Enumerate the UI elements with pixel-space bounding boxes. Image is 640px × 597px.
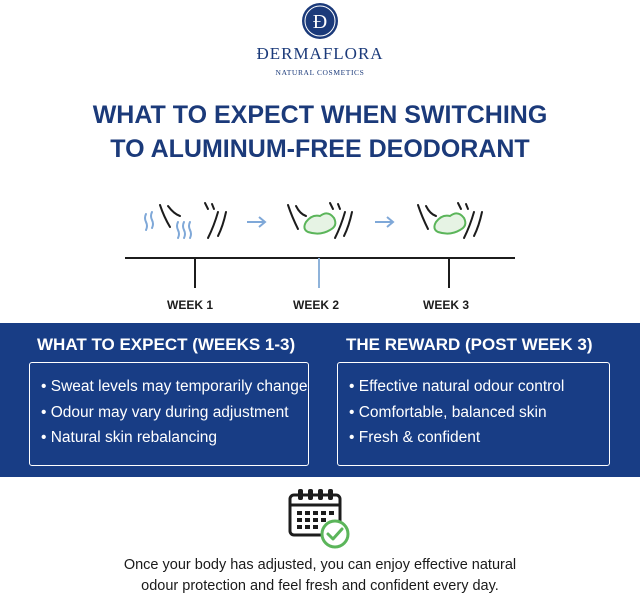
brand-monogram: Đ (313, 11, 327, 33)
week-label-2: WEEK 2 (293, 298, 340, 312)
list-item: Fresh & confident (349, 425, 609, 451)
brand-tagline: NATURAL COSMETICS (275, 68, 365, 77)
footer-line-1: Once your body has adjusted, you can enj… (123, 557, 517, 573)
footer-line-2: odour protection and feel fresh and conf… (141, 578, 499, 594)
list-item: Natural skin rebalancing (41, 425, 308, 451)
expect-title: WHAT TO EXPECT (WEEKS 1-3) (37, 335, 296, 354)
list-item: Comfortable, balanced skin (349, 400, 609, 426)
brand-name: ĐERMAFLORA (256, 44, 384, 63)
arrow-right-icon (375, 216, 395, 228)
arrow-right-icon (247, 216, 267, 228)
list-item: Odour may vary during adjustment (41, 400, 308, 426)
sweat-stage-icon (144, 202, 227, 239)
list-item: Effective natural odour control (349, 374, 609, 400)
brand-logo: Đ (302, 3, 338, 39)
expect-box: Sweat levels may temporarily change Odou… (29, 362, 309, 466)
reward-list: Effective natural odour control Comforta… (338, 363, 609, 451)
week-label-3: WEEK 3 (423, 298, 470, 312)
timeline-illustration (125, 202, 515, 288)
headline-line-1: WHAT TO EXPECT WHEN SWITCHING (92, 101, 548, 129)
list-item: Sweat levels may temporarily change (41, 374, 308, 400)
reward-title: THE REWARD (POST WEEK 3) (346, 335, 593, 354)
expect-list: Sweat levels may temporarily change Odou… (30, 363, 308, 451)
brand-monogram-icon: Đ (304, 5, 336, 37)
fresh-stage-icon (417, 202, 483, 239)
calendar-check-icon (288, 489, 350, 549)
headline-line-2: TO ALUMINUM-FREE DEODORANT (110, 135, 530, 163)
week-label-1: WEEK 1 (167, 298, 214, 312)
reward-box: Effective natural odour control Comforta… (337, 362, 610, 466)
applying-deodorant-icon (287, 202, 353, 239)
